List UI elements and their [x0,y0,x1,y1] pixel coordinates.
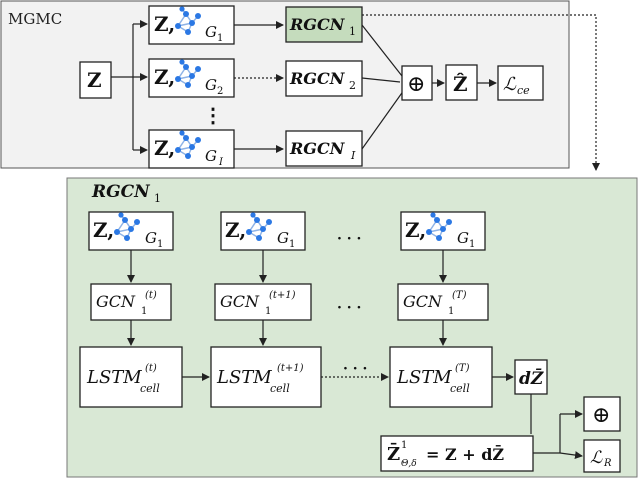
arrow-eq-lossR [559,451,583,460]
svg-text:Θ,δ: Θ,δ [401,459,417,469]
dz-label: dZ̄ [519,368,544,389]
input-z-label: Z [87,68,102,92]
svg-text:Z,: Z, [225,218,246,242]
col3-gcn-box: GCN 1 (T) [397,283,489,321]
svg-text:G: G [205,76,217,94]
top-oplus: ⊕ [407,72,425,97]
rgcn-box-2: RGCN 2 [285,60,363,97]
svg-text:LSTM: LSTM [86,367,142,388]
svg-text:1: 1 [157,239,163,250]
col2-lstm-box: LSTM cell (t+1) [210,346,322,408]
svg-text:LSTM: LSTM [396,367,452,388]
svg-text:I: I [218,157,224,168]
zhat-box [445,64,478,101]
svg-text:GCN: GCN [96,292,136,311]
svg-text:G: G [205,147,217,165]
rgcn-box-1: RGCN 1 [285,6,363,43]
svg-text:G: G [457,229,469,247]
col2-graph-box: Z, G 1 [220,211,306,251]
line-rgcn2-oplus [361,77,401,83]
svg-text:1: 1 [289,239,295,250]
svg-text:I: I [350,149,356,162]
svg-text:1: 1 [265,306,271,317]
svg-text:cell: cell [270,382,290,395]
svg-text:2: 2 [217,86,223,97]
svg-text:1: 1 [349,25,356,38]
loss-r-label: ℒ [590,448,603,468]
svg-text:(T): (T) [455,363,470,374]
line-rgcn1-oplus [361,24,403,77]
bottom-oplus-box [583,396,621,432]
svg-text:cell: cell [140,382,160,395]
svg-text:RGCN: RGCN [289,139,346,158]
col1-lstm-box: LSTM cell (t) [79,346,183,408]
svg-text:Z,: Z, [154,12,175,36]
svg-text:(T): (T) [452,290,467,301]
svg-text:Z,: Z, [154,136,175,160]
svg-text:Z,: Z, [154,65,175,89]
svg-text:1: 1 [217,33,223,44]
svg-text:1: 1 [141,306,147,317]
loss-ce-sub: ce [517,84,530,97]
svg-text:2: 2 [349,79,356,92]
svg-text:Z,: Z, [93,218,114,242]
svg-text:(t+1): (t+1) [269,290,296,301]
dotted-connector [362,14,600,171]
svg-text:(t+1): (t+1) [277,363,304,374]
dots-gcn-row: · · · [337,300,361,316]
rgcn1-title-sub: 1 [154,192,161,205]
col3-lstm-box: LSTM cell (T) [389,346,493,408]
col2-gcn-box: GCN 1 (t+1) [214,283,312,321]
svg-text:G: G [205,23,217,41]
graph-box-i: Z, G I [148,129,235,169]
svg-text:RGCN: RGCN [289,69,346,88]
line-rgcni-oplus [361,89,405,150]
col3-graph-box: Z, G 1 [400,211,486,251]
mgmc-label: MGMC [8,10,62,28]
zhat-label: Ẑ [453,72,468,96]
svg-text:LSTM: LSTM [216,367,272,388]
graph-box-1: Z, G 1 [148,5,235,45]
rgcn-box-i: RGCN I [285,130,363,167]
dots-lstm-row: · · · [343,361,367,377]
svg-text:Z̄: Z̄ [387,443,400,465]
col1-graph-box: Z, G 1 [88,211,174,251]
svg-text:G: G [145,229,157,247]
equation-box: Z̄ 1 Θ,δ = Z + dZ̄ [380,435,534,472]
loss-ce-box [497,65,544,101]
svg-text:cell: cell [450,382,470,395]
bottom-oplus: ⊕ [592,403,610,428]
svg-text:Z,: Z, [405,218,426,242]
svg-text:GCN: GCN [403,292,443,311]
svg-text:G: G [277,229,289,247]
loss-r-box [583,439,621,473]
svg-text:(t): (t) [145,363,157,374]
svg-text:RGCN: RGCN [289,15,346,34]
svg-text:GCN: GCN [220,292,260,311]
col1-gcn-box: GCN 1 (t) [90,283,172,321]
svg-text:= Z + dZ̄: = Z + dZ̄ [426,444,504,464]
graph-box-2: Z, G 2 [148,58,235,98]
loss-r-sub: R [603,458,612,469]
input-z-box [79,61,112,99]
dz-box [514,359,548,395]
rgcn1-title: RGCN [91,182,151,202]
dots-graph-row: · · · [337,231,361,247]
loss-ce-label: ℒ [503,74,517,95]
vertical-dots: ⋮ [203,103,223,127]
svg-text:1: 1 [448,306,454,317]
svg-text:1: 1 [469,239,475,250]
svg-text:1: 1 [401,440,407,451]
svg-text:(t): (t) [145,290,157,301]
